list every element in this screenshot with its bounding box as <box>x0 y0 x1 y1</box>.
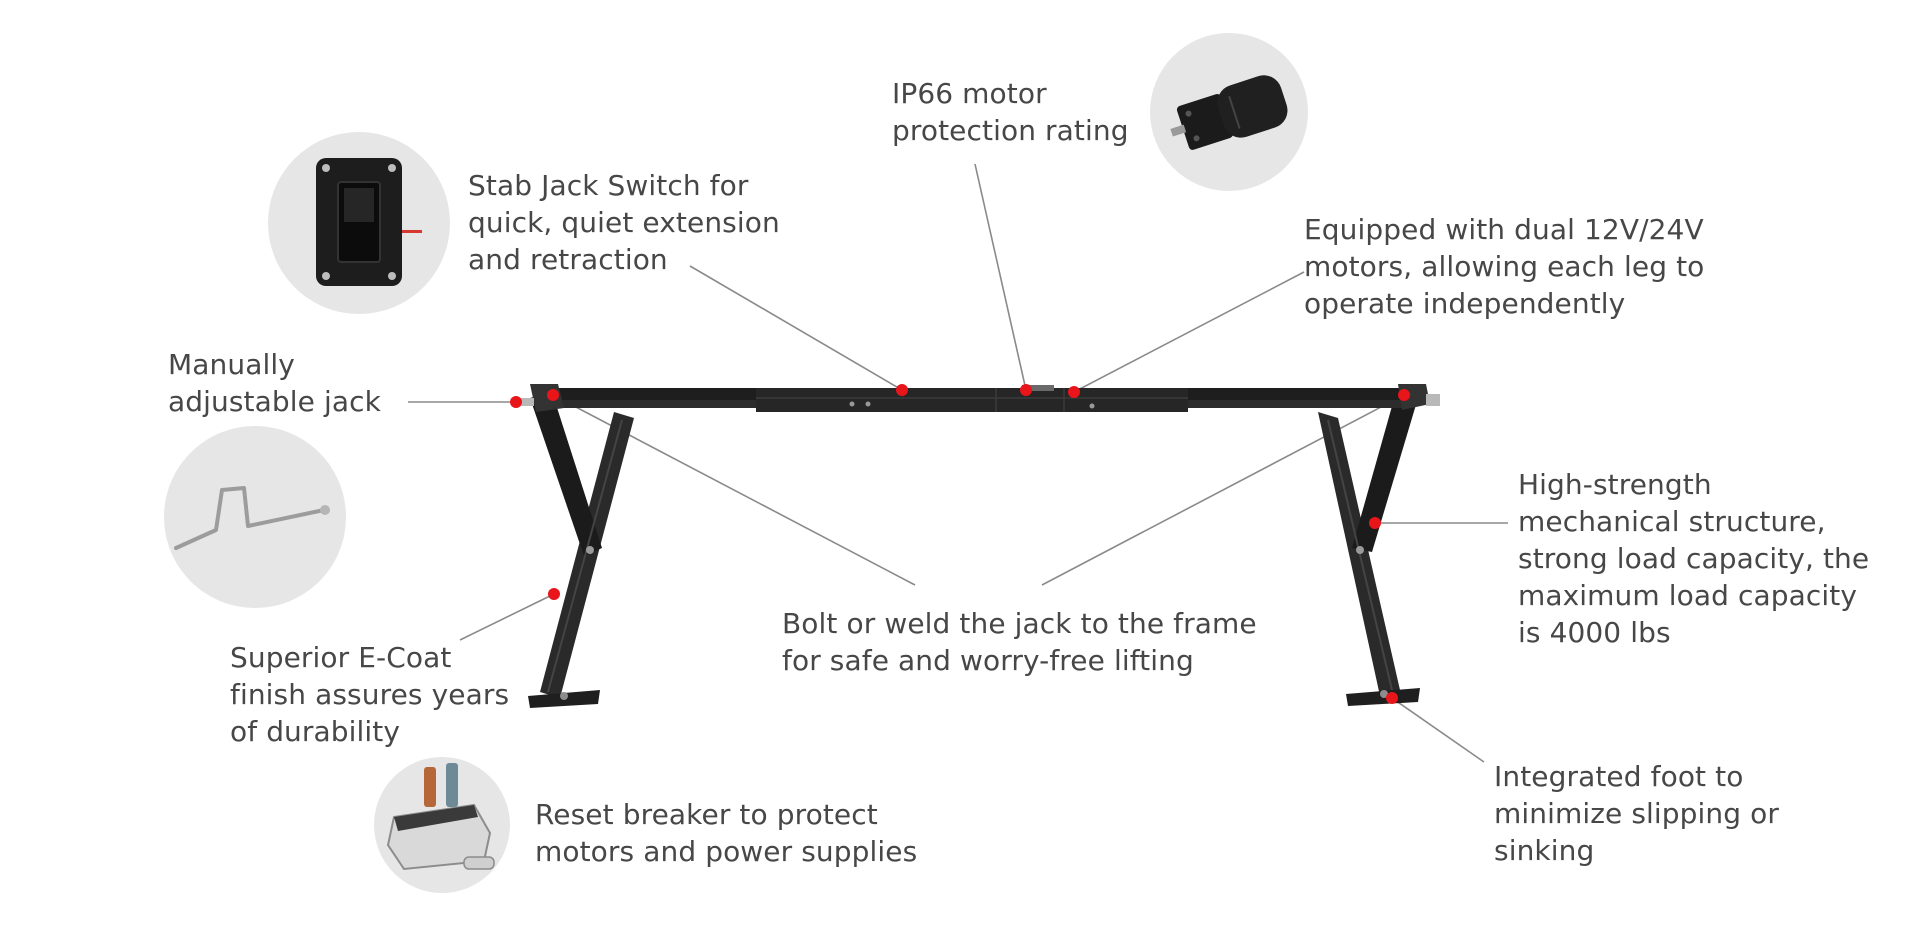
marker-bolt-right <box>1398 389 1410 401</box>
marker-foot <box>1386 692 1398 704</box>
callout-structure: High-strength mechanical structure, stro… <box>1518 468 1870 649</box>
leader-line-bolt-right <box>1041 394 1405 586</box>
marker-manual-jack <box>510 396 522 408</box>
callout-switch: Stab Jack Switch for quick, quiet extens… <box>468 169 780 276</box>
leader-line-switch <box>689 265 903 391</box>
marker-switch <box>896 384 908 396</box>
marker-dual-motors <box>1068 386 1080 398</box>
circuit-breaker-thumbnail <box>374 757 510 893</box>
leader-line-foot <box>1391 697 1485 763</box>
leader-line-motor <box>974 163 1027 391</box>
hand-crank-icon <box>174 486 330 550</box>
callout-ecoat: Superior E-Coat finish assures years of … <box>230 641 510 748</box>
hand-crank-thumbnail <box>164 426 346 608</box>
callout-dual-motors: Equipped with dual 12V/24V motors, allow… <box>1304 213 1705 320</box>
motor-icon <box>1170 75 1288 150</box>
marker-motor <box>1020 384 1032 396</box>
marker-ecoat <box>548 588 560 600</box>
callout-manual-jack: Manually adjustable jack <box>168 348 381 418</box>
switch-panel-thumbnail <box>268 132 450 314</box>
leader-line-dual-motors <box>1073 271 1305 393</box>
callout-bolt-weld: Bolt or weld the jack to the frame for s… <box>782 607 1257 677</box>
callout-foot: Integrated foot to minimize slipping or … <box>1494 760 1779 867</box>
circuit-breaker-icon <box>386 763 495 871</box>
callout-motor: IP66 motor protection rating <box>892 77 1129 147</box>
callout-breaker: Reset breaker to protect motors and powe… <box>535 798 918 868</box>
marker-bolt-left <box>547 389 559 401</box>
motor-thumbnail <box>1150 33 1308 191</box>
switch-panel-icon <box>316 158 422 286</box>
leader-line-ecoat <box>459 593 555 641</box>
marker-structure <box>1369 517 1381 529</box>
